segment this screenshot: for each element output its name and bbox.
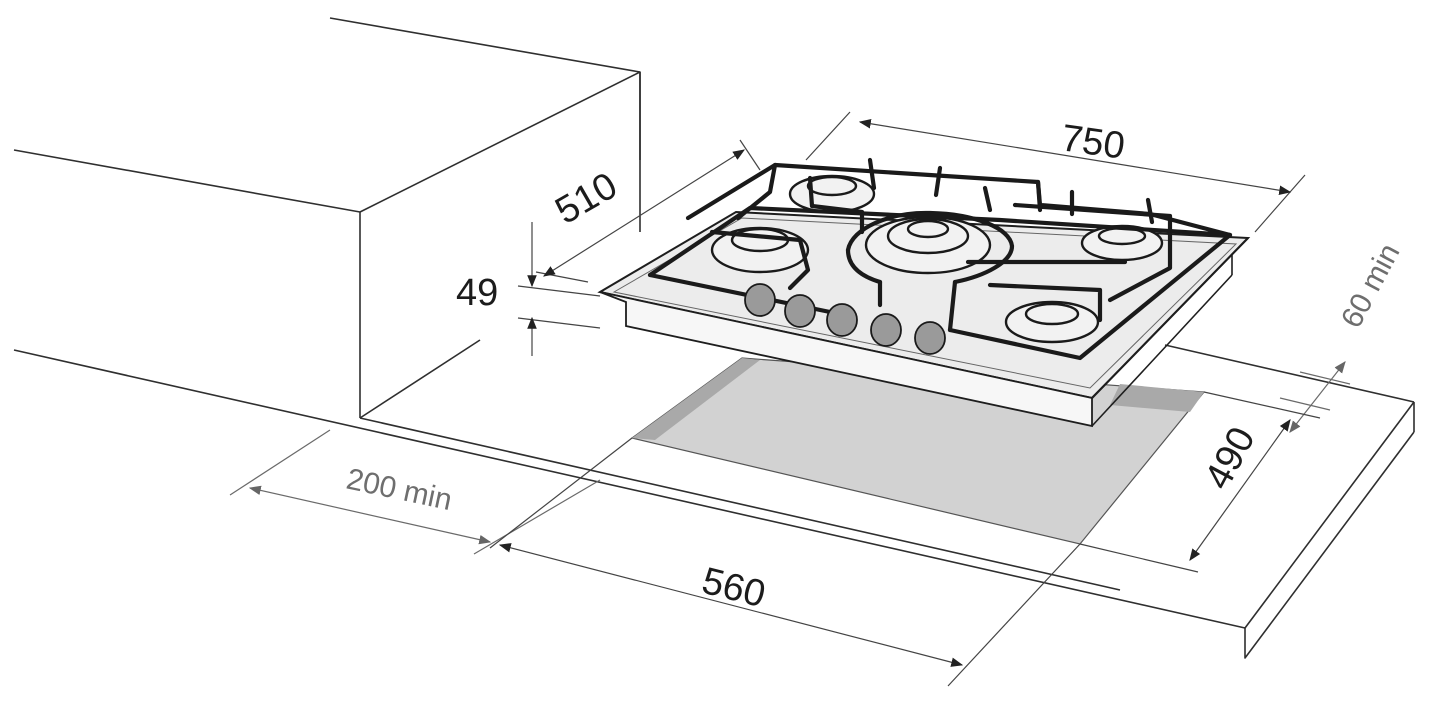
knob-3 [826,303,858,337]
control-knobs [744,283,946,355]
dimension-cutout-depth-label: 490 [1197,421,1264,497]
dimension-height: 49 [456,222,601,356]
dimension-height-label: 49 [456,272,498,314]
dimension-width: 750 [805,111,1306,233]
dimension-side-clearance-label: 200 min [344,463,455,517]
knob-2 [784,294,816,328]
dimension-back-clearance: 60 min [1279,238,1406,433]
knob-5 [914,321,946,355]
burners [710,174,1164,344]
dimension-width-label: 750 [1059,117,1128,167]
dimension-back-clearance-label: 60 min [1335,238,1406,333]
wall-cabinet [13,17,641,419]
knob-1 [744,283,776,317]
dimension-cutout-width-label: 560 [698,560,770,616]
dimension-depth-label: 510 [549,165,625,233]
knob-4 [870,313,902,347]
dimension-side-clearance: 200 min [229,429,601,555]
